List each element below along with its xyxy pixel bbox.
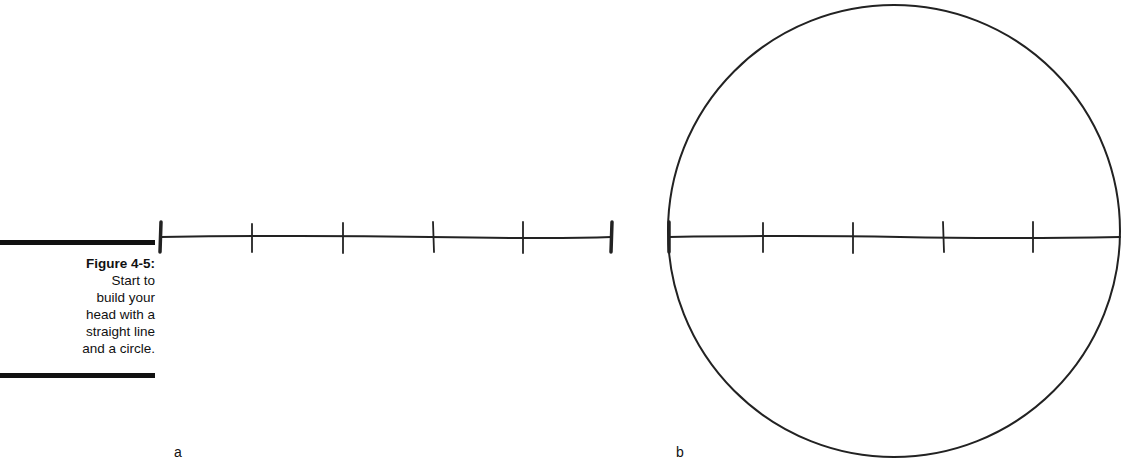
tick-mark [522,222,524,253]
diameter-line [669,236,1120,238]
head-circle [668,5,1120,457]
tick-mark [433,222,434,252]
straight-line [161,236,611,238]
tick-mark [251,224,253,252]
tick-mark [762,223,764,252]
tick-mark [943,222,944,252]
tick-mark [342,223,344,253]
tick-mark [1032,222,1034,252]
subfigure-letter: b [676,444,684,460]
subfigure-letter: a [174,444,182,460]
end-tick [667,222,671,252]
end-tick [611,222,612,252]
figure-caption: Figure 4-5: Start to build your head wit… [80,255,155,357]
caption-bar [0,373,155,378]
caption-bar [0,240,155,245]
tick-mark [852,223,854,253]
end-tick [160,222,161,252]
